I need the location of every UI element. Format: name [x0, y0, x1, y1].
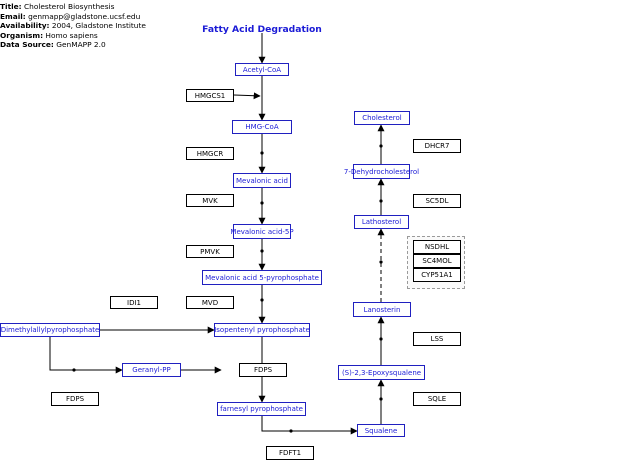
gene-idi1[interactable]: IDI1: [110, 296, 158, 309]
gene-sc5dl[interactable]: SC5DL: [413, 194, 461, 208]
gene-nsdhl[interactable]: NSDHL: [413, 240, 461, 254]
catalysis-dot-lss: [379, 337, 383, 341]
metabolite-lanosterin[interactable]: Lanosterin: [353, 302, 411, 317]
catalysis-dot-dhcr7: [379, 144, 383, 148]
catalysis-dot-pmvk: [260, 249, 264, 253]
gene-lss[interactable]: LSS: [413, 332, 461, 346]
catalysis-dot-sc5dl: [379, 199, 383, 203]
metabolite-acetyl-coa[interactable]: Acetyl-CoA: [235, 63, 289, 76]
metabolite-mevalonic-acid[interactable]: Mevalonic acid: [233, 173, 291, 188]
catalysis-dot-group: [379, 260, 383, 264]
info-organism-row: Organism: Homo sapiens: [0, 30, 98, 40]
gene-pmvk[interactable]: PMVK: [186, 245, 234, 258]
metabolite-cholesterol[interactable]: Cholesterol: [354, 111, 410, 125]
metabolite-epoxysqualene[interactable]: (S)-2,3-Epoxysqualene: [338, 365, 425, 380]
metabolite-isopentenyl-pp[interactable]: Isopentenyl pyrophosphate: [214, 323, 310, 337]
info-availability-row: Availability: 2004, Gladstone Institute: [0, 21, 146, 31]
metabolite-squalene[interactable]: Squalene: [357, 424, 405, 437]
metabolite-mevalonic-acid-5pp[interactable]: Mevalonic acid 5-pyrophosphate: [202, 270, 322, 285]
info-title-row: Title: Cholesterol Biosynthesis: [0, 2, 115, 11]
gene-fdft1[interactable]: FDFT1: [266, 446, 314, 460]
info-source-row: Data Source: GenMAPP 2.0: [0, 40, 106, 50]
metabolite-lathosterol[interactable]: Lathosterol: [354, 215, 409, 229]
metabolite-farnesyl-pp[interactable]: farnesyl pyrophosphate: [217, 402, 306, 416]
gene-sqle[interactable]: SQLE: [413, 392, 461, 406]
edge-farnesyl-squalene: [261, 416, 358, 435]
edge-hmgcs1: [233, 92, 261, 100]
metabolite-hmg-coa[interactable]: HMG-CoA: [232, 120, 292, 134]
info-email-value: genmapp@gladstone.ucsf.edu: [28, 11, 141, 21]
metabolite-dehydrocholesterol[interactable]: 7-Dehydrocholesterol: [344, 164, 419, 179]
gene-dhcr7[interactable]: DHCR7: [413, 139, 461, 153]
gene-cyp51a1[interactable]: CYP51A1: [413, 268, 461, 282]
catalysis-dot-fdps-lower: [72, 368, 76, 372]
edge-dmapp-geranyl: [49, 337, 123, 374]
info-availability-value: 2004, Gladstone Institute: [51, 21, 146, 31]
catalysis-dot-fdft1: [289, 429, 293, 433]
gene-fdps-lower[interactable]: FDPS: [51, 392, 99, 406]
metabolite-geranyl-pp[interactable]: Geranyl-PP: [122, 363, 181, 377]
pathway-info: Title: Cholesterol Biosynthesis Email: g…: [0, 2, 146, 50]
gene-sc4mol[interactable]: SC4MOL: [413, 254, 461, 268]
info-email-row: Email: genmapp@gladstone.ucsf.edu: [0, 11, 141, 21]
info-organism-value: Homo sapiens: [45, 30, 98, 40]
pathway-title[interactable]: Fatty Acid Degradation: [202, 24, 322, 35]
metabolite-mevalonic-acid-5p[interactable]: Mevalonic acid-5P: [230, 224, 294, 239]
gene-hmgcr[interactable]: HMGCR: [186, 147, 234, 160]
gene-hmgcs1[interactable]: HMGCS1: [186, 89, 234, 102]
catalysis-dot-mvk: [260, 201, 264, 205]
info-title-value: Cholesterol Biosynthesis: [23, 2, 115, 11]
info-source-value: GenMAPP 2.0: [56, 40, 106, 50]
gene-fdps-upper[interactable]: FDPS: [239, 363, 287, 377]
gene-mvk[interactable]: MVK: [186, 194, 234, 207]
catalysis-dot-sqle: [379, 397, 383, 401]
gene-mvd[interactable]: MVD: [186, 296, 234, 309]
metabolite-dimethylallyl-pp[interactable]: Dimethylallylpyrophosphate: [0, 323, 100, 337]
catalysis-dot-mvd: [260, 298, 264, 302]
catalysis-dot-hmgcr: [260, 151, 264, 155]
